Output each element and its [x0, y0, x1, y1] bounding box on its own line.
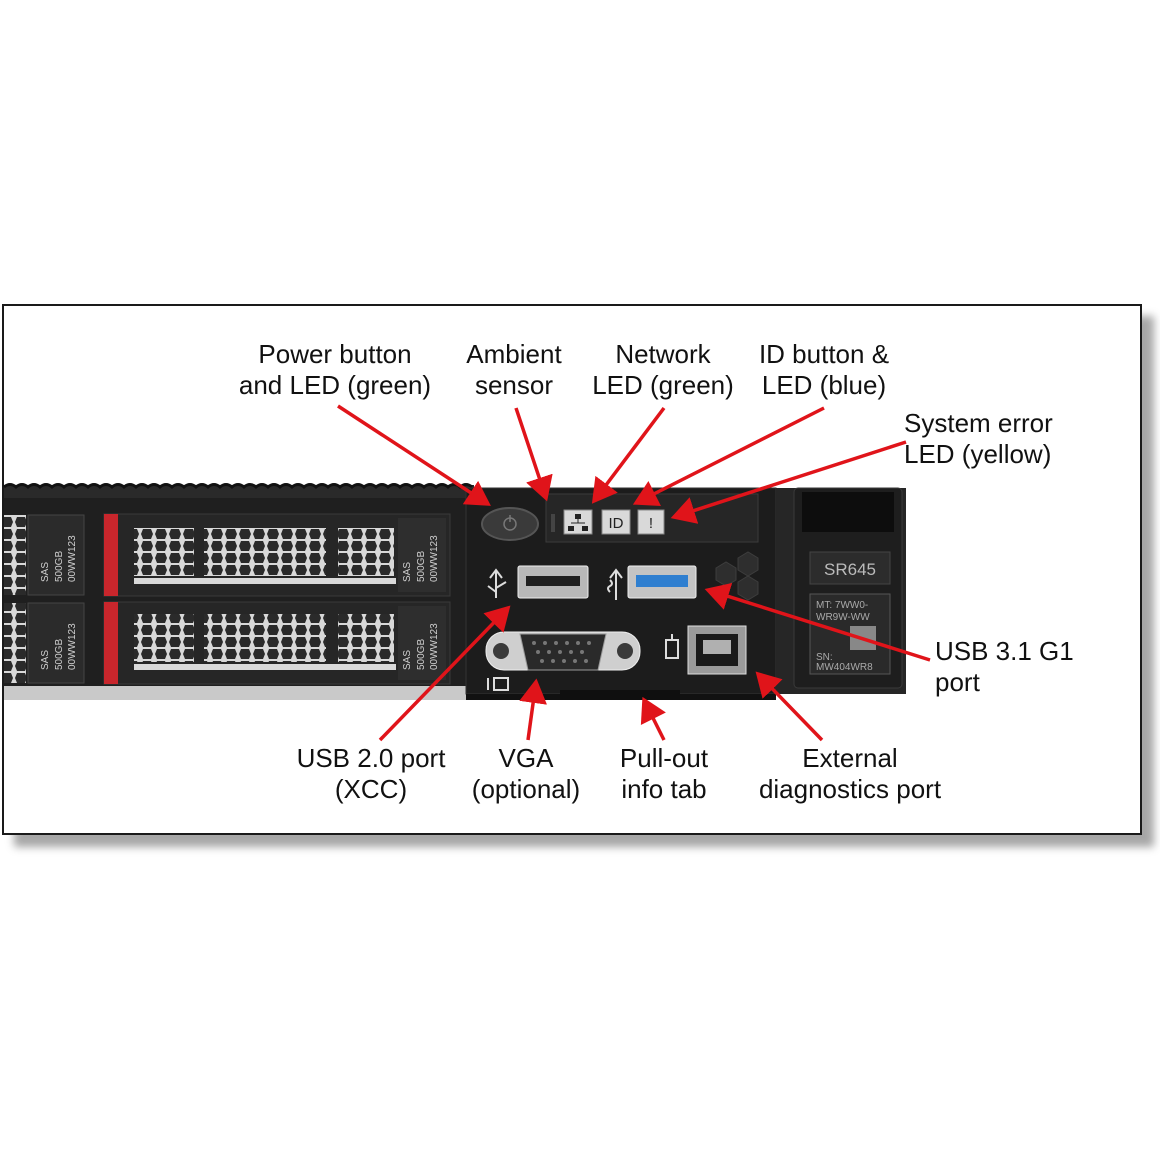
callout-line: USB 2.0 port: [296, 743, 446, 773]
drive-bay-bottom[interactable]: [103, 601, 451, 685]
diagnostics-icon: [665, 634, 679, 659]
arrow-network: [591, 406, 666, 504]
arrow-usb31: [704, 582, 931, 662]
panel-hex-pattern: [715, 551, 759, 601]
drive-capacity-label: 500GB: [54, 639, 65, 670]
callout-vga: VGA (optional): [460, 743, 592, 805]
callout-usb20: USB 2.0 port (XCC): [278, 743, 464, 805]
vga-port[interactable]: [485, 631, 641, 671]
callout-line: Network: [615, 339, 711, 369]
drive-latch[interactable]: [104, 602, 118, 684]
callout-line: Ambient: [466, 339, 562, 369]
callout-network: Network LED (green): [580, 339, 746, 401]
arrow-extdiag: [755, 671, 824, 742]
external-diagnostics-port[interactable]: [687, 625, 747, 675]
arrow-pullout: [640, 696, 666, 741]
network-led: [563, 509, 593, 535]
arrow-id: [632, 406, 825, 507]
ambient-sensor: [551, 514, 555, 532]
drive-capacity-label: 500GB: [416, 551, 427, 582]
callout-line: LED (blue): [761, 370, 887, 400]
callout-extdiag: External diagnostics port: [740, 743, 960, 805]
arrow-vga: [519, 678, 547, 741]
callout-line: sensor: [474, 370, 554, 400]
usb-ss-icon: [607, 568, 623, 600]
callout-line: LED (yellow): [904, 439, 1052, 469]
usb-3-1-port[interactable]: [627, 565, 697, 599]
rack-ear: SR645 MT: 7WW0- WR9W-WW SN: MW404WR8: [776, 487, 906, 694]
callout-line: (XCC): [334, 774, 408, 804]
callout-pullout: Pull-out info tab: [598, 743, 730, 805]
arrow-usb20: [378, 605, 511, 742]
drive-latch[interactable]: [104, 514, 118, 596]
drive-part-label: 00WW123: [429, 623, 440, 670]
callout-line: diagnostics port: [758, 774, 942, 804]
system-error-led: !: [637, 509, 665, 535]
drive-bay-top[interactable]: [103, 513, 451, 597]
machine-type-label: MT: 7WW0-: [816, 600, 868, 611]
drive-part-label: 00WW123: [67, 623, 78, 670]
callout-line: and LED (green): [238, 370, 432, 400]
machine-type-label-2: WR9W-WW: [816, 612, 870, 623]
drive-part-label: 00WW123: [67, 535, 78, 582]
usb-2-port[interactable]: [517, 565, 589, 599]
callout-line: Power button: [258, 339, 412, 369]
callout-line: info tab: [621, 774, 707, 804]
power-button[interactable]: [481, 507, 539, 541]
callout-line: Pull-out: [619, 743, 709, 773]
drive-type-label: SAS: [40, 650, 51, 670]
callout-line: LED (green): [592, 370, 734, 400]
arrow-power: [337, 404, 491, 506]
error-led-label: !: [649, 515, 653, 532]
callout-line: port: [935, 667, 980, 697]
arrow-ambient: [514, 407, 553, 502]
serial-number-value: MW404WR8: [816, 662, 873, 673]
callout-usb31: USB 3.1 G1 port: [935, 636, 1115, 698]
callout-line: ID button &: [758, 339, 890, 369]
usb-icon: [487, 568, 507, 598]
pull-out-info-tab[interactable]: [560, 690, 680, 700]
callout-power: Power button and LED (green): [220, 339, 450, 401]
callout-line: System error: [904, 408, 1053, 438]
callout-arrows: [337, 404, 931, 742]
drive-capacity-label: 500GB: [416, 639, 427, 670]
drive-type-label: SAS: [40, 562, 51, 582]
drive-type-label: SAS: [402, 650, 413, 670]
drive-part-label: 00WW123: [429, 535, 440, 582]
serial-number-label: SN:: [816, 652, 833, 663]
callout-ambient: Ambient sensor: [452, 339, 576, 401]
arrow-syserr: [670, 440, 907, 524]
model-label: SR645: [824, 560, 876, 579]
callout-line: (optional): [471, 774, 581, 804]
drive-bays: SAS 500GB 00WW123 SAS 500GB 00WW123 SAS …: [4, 498, 466, 700]
id-led-label: ID: [609, 515, 624, 532]
io-panel: ID !: [465, 487, 777, 700]
callout-id: ID button & LED (blue): [748, 339, 900, 401]
vga-icon: [487, 677, 509, 691]
id-button[interactable]: ID: [601, 509, 631, 535]
chassis-top-ridge: [3, 483, 474, 499]
callout-line: USB 3.1 G1: [935, 636, 1074, 666]
network-icon: [568, 514, 588, 531]
power-icon: [503, 515, 517, 531]
callout-line: External: [802, 743, 898, 773]
callout-line: VGA: [498, 743, 554, 773]
callout-syserr: System error LED (yellow): [904, 408, 1084, 470]
drive-type-label: SAS: [402, 562, 413, 582]
drive-capacity-label: 500GB: [54, 551, 65, 582]
